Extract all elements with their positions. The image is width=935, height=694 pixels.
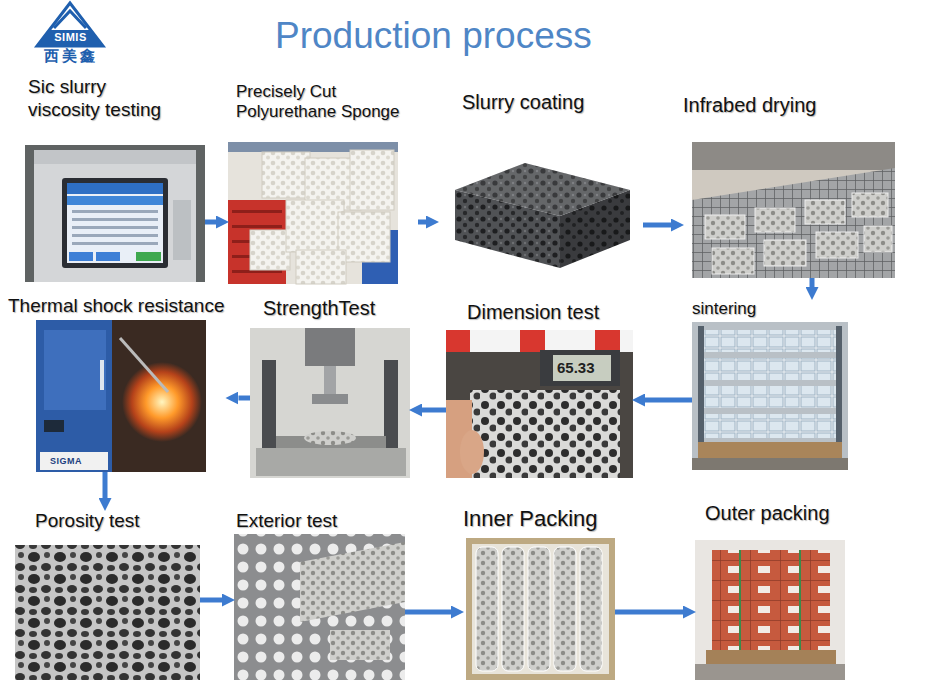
- process-step: Exterior test: [234, 510, 405, 680]
- step-label: StrengthTest: [263, 296, 375, 320]
- caliper-reading-holder: 65.33: [557, 358, 595, 377]
- step-label: Slurry coating: [462, 90, 584, 114]
- step-label: Thermal shock resistance: [8, 295, 224, 318]
- process-step: Outer packing: [695, 501, 845, 680]
- coated-foam-photo: [438, 142, 643, 282]
- exterior-test-photo: [234, 534, 405, 680]
- outer-packing-photo: [695, 540, 845, 680]
- furnace-brand: SIGMA: [50, 455, 82, 467]
- sponge-photo: [228, 142, 398, 284]
- porosity-sem-photo: [15, 545, 200, 680]
- step-label: Porosity test: [35, 510, 140, 533]
- flow-arrow: [238, 396, 250, 401]
- process-step: Porosity test: [15, 510, 200, 680]
- company-logo: [37, 3, 103, 46]
- flow-arrow: [418, 220, 426, 225]
- page-title: Production process: [275, 14, 592, 58]
- step-label: Exterior test: [236, 510, 337, 533]
- drying-oven-photo: [692, 142, 895, 278]
- logo-chinese-name: 西美鑫: [36, 47, 106, 66]
- caliper-photo: [446, 330, 633, 478]
- flow-arrow: [643, 223, 671, 228]
- caliper-reading: 65.33: [557, 358, 595, 377]
- step-label: Precisely Cut Polyurethane Sponge: [236, 82, 416, 123]
- strength-tester-photo: [250, 328, 410, 478]
- logo-wordmark: SIMIS: [40, 30, 101, 45]
- thermal-shock-photo: [36, 320, 206, 472]
- process-step: StrengthTest: [250, 296, 410, 478]
- process-step: Inner Packing: [463, 506, 615, 680]
- process-step: Infrabed drying: [683, 93, 895, 278]
- flow-arrow: [615, 610, 683, 615]
- flow-arrow: [422, 408, 446, 413]
- process-step: Thermal shock resistance: [8, 295, 226, 472]
- process-step: Slurry coating: [438, 90, 643, 282]
- flow-arrow: [645, 398, 692, 403]
- process-step: Sic slurry viscosity testing: [25, 76, 205, 282]
- viscometer-photo: [25, 145, 205, 282]
- step-label: Outer packing: [705, 501, 830, 525]
- flow-arrow: [205, 220, 216, 225]
- logo-chinese-name-holder: 西美鑫: [36, 47, 106, 66]
- step-label: sintering: [692, 299, 756, 319]
- step-label: Infrabed drying: [683, 93, 816, 117]
- sintering-rack-photo: [692, 322, 848, 470]
- flow-arrow: [103, 472, 108, 498]
- flow-arrow: [810, 278, 815, 287]
- process-step: Precisely Cut Polyurethane Sponge: [228, 82, 418, 284]
- process-step: sintering: [692, 299, 848, 470]
- title-holder: Production process: [275, 14, 592, 58]
- step-label: Inner Packing: [463, 506, 598, 532]
- process-step: Dimension test: [446, 300, 633, 478]
- inner-packing-photo: [466, 538, 615, 680]
- flow-arrow: [405, 610, 451, 615]
- step-label: Sic slurry viscosity testing: [28, 76, 178, 122]
- furnace-brand-holder: SIGMA: [50, 455, 82, 467]
- logo-wordmark-holder: SIMIS: [40, 30, 101, 45]
- flow-arrow: [200, 598, 222, 603]
- step-label: Dimension test: [467, 300, 599, 324]
